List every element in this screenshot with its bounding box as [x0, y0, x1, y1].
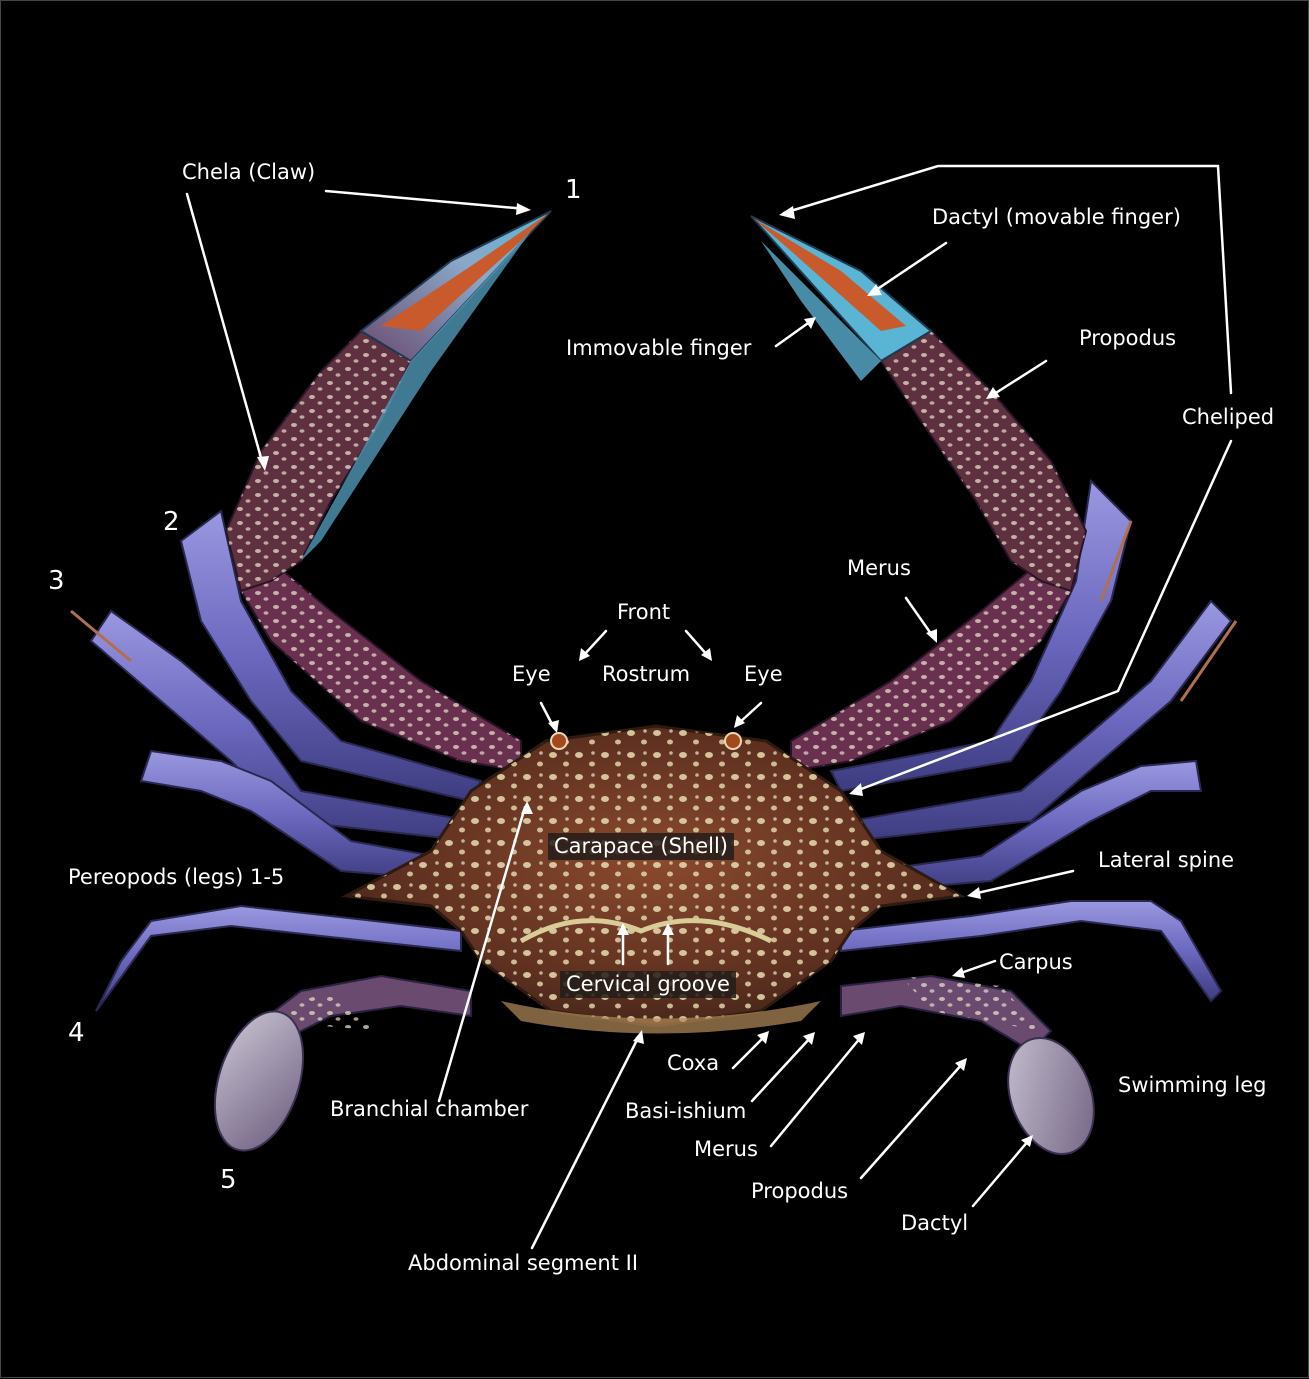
cheliped-label: Cheliped: [1182, 407, 1274, 428]
carapace-label: Carapace (Shell): [548, 833, 734, 860]
leg-number-3: 3: [48, 568, 65, 594]
carpus-label: Carpus: [999, 952, 1073, 973]
eye-left-label: Eye: [512, 664, 551, 685]
leg-number-5: 5: [220, 1167, 237, 1193]
eye-right-label: Eye: [744, 664, 783, 685]
front-label: Front: [617, 602, 670, 623]
leg-number-1: 1: [565, 177, 582, 203]
swimming-leg-label: Swimming leg: [1118, 1075, 1267, 1096]
lateral-spine-label: Lateral spine: [1098, 850, 1234, 871]
propodus-lower-label: Propodus: [751, 1181, 848, 1202]
left-swimming-leg: [199, 976, 471, 1162]
propodus-upper-label: Propodus: [1079, 328, 1176, 349]
dactyl-label: Dactyl: [901, 1213, 968, 1234]
immovable-finger-label: Immovable finger: [566, 338, 751, 359]
branchial-chamber-label: Branchial chamber: [330, 1099, 528, 1120]
coxa-label: Coxa: [667, 1053, 719, 1074]
rostrum-label: Rostrum: [602, 664, 690, 685]
dactyl-movable-finger-label: Dactyl (movable finger): [932, 207, 1181, 228]
merus-lower-label: Merus: [694, 1139, 758, 1160]
pereopods-label: Pereopods (legs) 1-5: [68, 867, 284, 888]
leg-number-4: 4: [68, 1020, 85, 1046]
basi-ishium-label: Basi-ishium: [625, 1101, 746, 1122]
cervical-groove-label: Cervical groove: [560, 971, 736, 998]
chela-label: Chela (Claw): [182, 162, 315, 183]
abdominal-segment-label: Abdominal segment II: [408, 1253, 638, 1274]
merus-upper-label: Merus: [847, 558, 911, 579]
leg-number-2: 2: [163, 509, 180, 535]
right-swimming-leg: [841, 976, 1109, 1166]
